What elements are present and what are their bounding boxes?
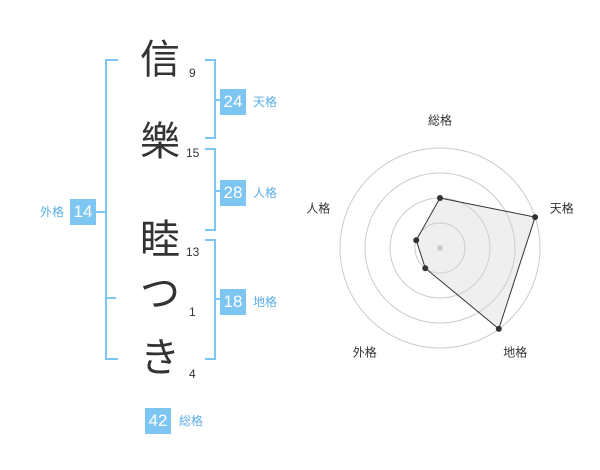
- chikaku-value: 18: [220, 289, 246, 315]
- radar-point-2: [532, 214, 539, 221]
- radar-ring-3: [364, 172, 516, 324]
- chikaku-label: 地格: [253, 295, 278, 309]
- stroke-count-5: 4: [189, 367, 196, 381]
- name-char-5: き: [140, 335, 180, 381]
- soukaku-label: 総格: [179, 414, 204, 428]
- radar-axis-label-3: 地格: [503, 345, 528, 360]
- gaikaku-value: 14: [70, 199, 96, 225]
- name-char-3: 睦: [140, 217, 180, 263]
- radar-axis-label-1: 総格: [427, 113, 453, 128]
- tenkaku-label: 天格: [253, 95, 278, 109]
- stroke-count-2: 15: [186, 146, 200, 160]
- radar-point-3: [495, 325, 502, 332]
- radar-point-5: [413, 237, 420, 244]
- name-char-4: つ: [140, 271, 180, 317]
- soukaku-value: 42: [145, 408, 171, 434]
- radar-axis-label-2: 天格: [549, 201, 574, 216]
- name-char-1: 信: [140, 37, 180, 83]
- jinkaku-value: 28: [220, 180, 246, 206]
- radar-point-1: [437, 195, 443, 201]
- radar-axis-label-4: 外格: [352, 345, 377, 360]
- radar-axis-label-5: 人格: [306, 201, 331, 216]
- stroke-count-4: 1: [189, 305, 196, 319]
- tenkaku-value: 24: [220, 89, 246, 115]
- radar-center: [437, 245, 443, 251]
- radar-series: [415, 197, 536, 330]
- jinkaku-label: 人格: [253, 186, 278, 200]
- radar-point-4: [422, 265, 429, 272]
- stroke-count-3: 13: [186, 245, 200, 259]
- radar-ring-1: [414, 222, 466, 274]
- gaikaku-label: 外格: [40, 205, 65, 219]
- radar-ring-4: [339, 147, 541, 349]
- name-char-2: 樂: [140, 119, 180, 165]
- stroke-count-1: 9: [189, 66, 196, 80]
